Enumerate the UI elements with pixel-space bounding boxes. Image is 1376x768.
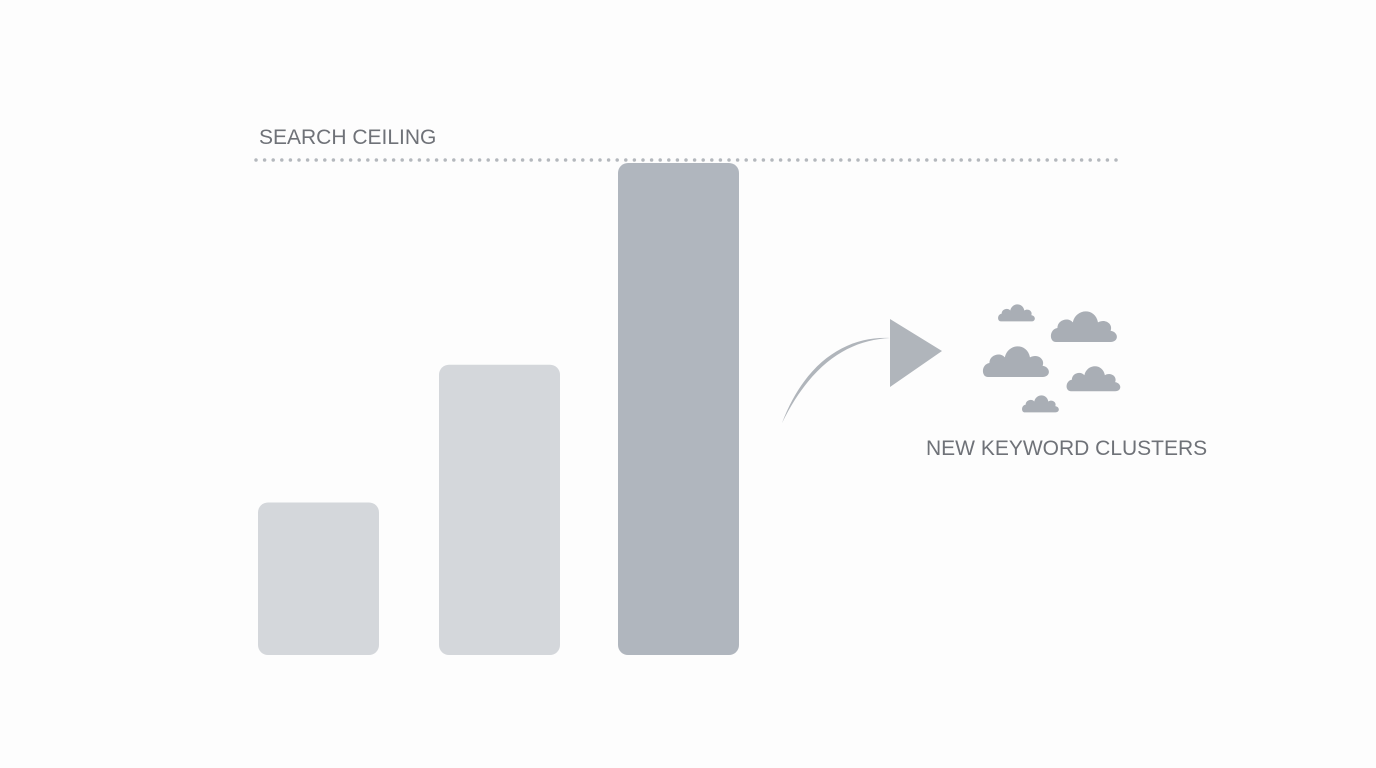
cloud-icon bbox=[982, 346, 1049, 377]
cloud-icon bbox=[1066, 366, 1121, 392]
bar-3 bbox=[618, 163, 739, 655]
bar-group bbox=[258, 163, 739, 655]
cloud-icon bbox=[1022, 395, 1059, 413]
keyword-clusters-icon-group bbox=[982, 304, 1121, 413]
search-ceiling-label: SEARCH CEILING bbox=[259, 126, 436, 149]
cloud-icon bbox=[1050, 311, 1117, 342]
curved-arrow-icon bbox=[782, 319, 942, 423]
new-keyword-clusters-label: NEW KEYWORD CLUSTERS bbox=[926, 437, 1207, 460]
cloud-icon bbox=[998, 304, 1035, 322]
bar-1 bbox=[258, 502, 379, 655]
bar-2 bbox=[439, 364, 560, 655]
